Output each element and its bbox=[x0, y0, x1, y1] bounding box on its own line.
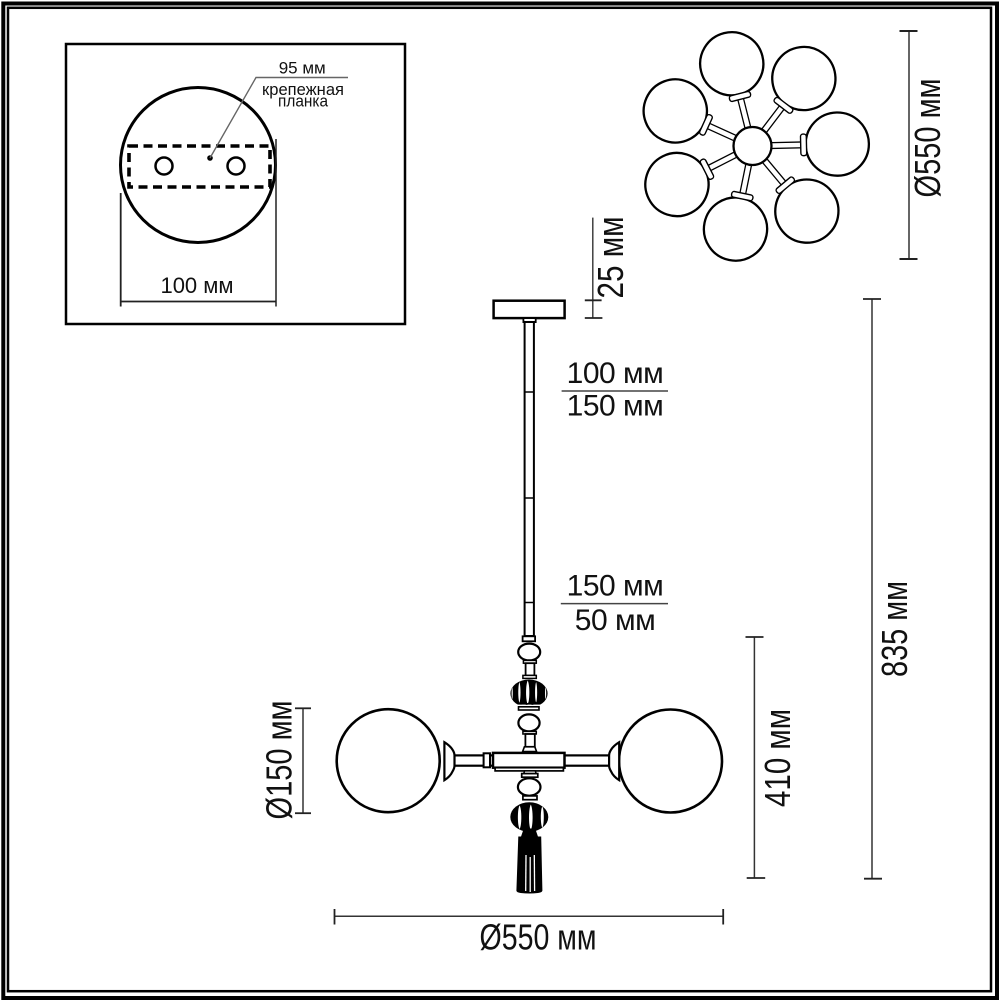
svg-text:50 мм: 50 мм bbox=[575, 604, 655, 637]
svg-text:410 мм: 410 мм bbox=[757, 709, 798, 807]
svg-text:100 мм: 100 мм bbox=[567, 357, 664, 390]
svg-text:крепежная: крепежная bbox=[262, 80, 344, 99]
svg-text:150 мм: 150 мм bbox=[567, 390, 664, 423]
svg-text:835 мм: 835 мм bbox=[874, 581, 915, 677]
svg-text:150 мм: 150 мм bbox=[567, 570, 664, 603]
svg-text:планка: планка bbox=[278, 92, 328, 111]
svg-text:Ø150 мм: Ø150 мм bbox=[259, 701, 300, 820]
svg-text:25 мм: 25 мм bbox=[590, 217, 631, 299]
svg-text:95 мм: 95 мм bbox=[279, 59, 326, 78]
svg-text:Ø550 мм: Ø550 мм bbox=[480, 917, 597, 958]
svg-text:100 мм: 100 мм bbox=[160, 273, 233, 298]
svg-text:Ø550 мм: Ø550 мм bbox=[907, 79, 948, 198]
